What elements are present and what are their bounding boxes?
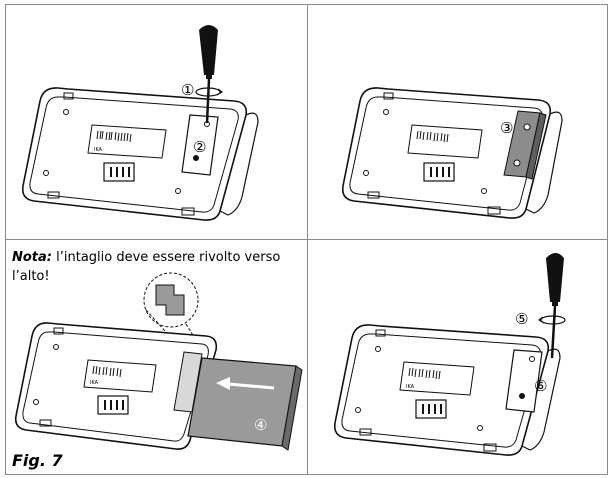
device-illustration: IKA ① ② [21,25,259,221]
device-illustration: ③ [341,87,563,219]
note-label: Nota: [12,250,52,265]
step-2-label: ② [193,138,206,156]
note-body: l’intaglio deve essere rivolto verso l’a… [12,250,281,284]
step-3-label: ③ [500,119,513,137]
step-1-label: ① [181,81,194,99]
panel-step-4-insert-battery: Nota: l’intaglio deve essere rivolto ver… [5,239,308,475]
note-text: Nota: l’intaglio deve essere rivolto ver… [12,248,302,286]
panel-step-3-remove-cover: ③ [307,4,608,240]
device-logo: IKA [94,147,103,153]
figure-label: Fig. 7 [12,451,63,470]
step-6-label: ⑥ [534,377,547,395]
panel-step-5-screw-cover: IKA ⑤ ⑥ [307,239,608,475]
step-5-label: ⑤ [515,310,528,328]
device-logo: IKA [90,380,99,386]
device-illustration: IKA ⑤ ⑥ [333,253,566,456]
step-4-label: ④ [254,416,267,434]
device-logo: IKA [406,384,415,390]
device-illustration: IKA ④ [14,272,303,451]
panel-step-1-unscrew: IKA ① ② [5,4,308,240]
